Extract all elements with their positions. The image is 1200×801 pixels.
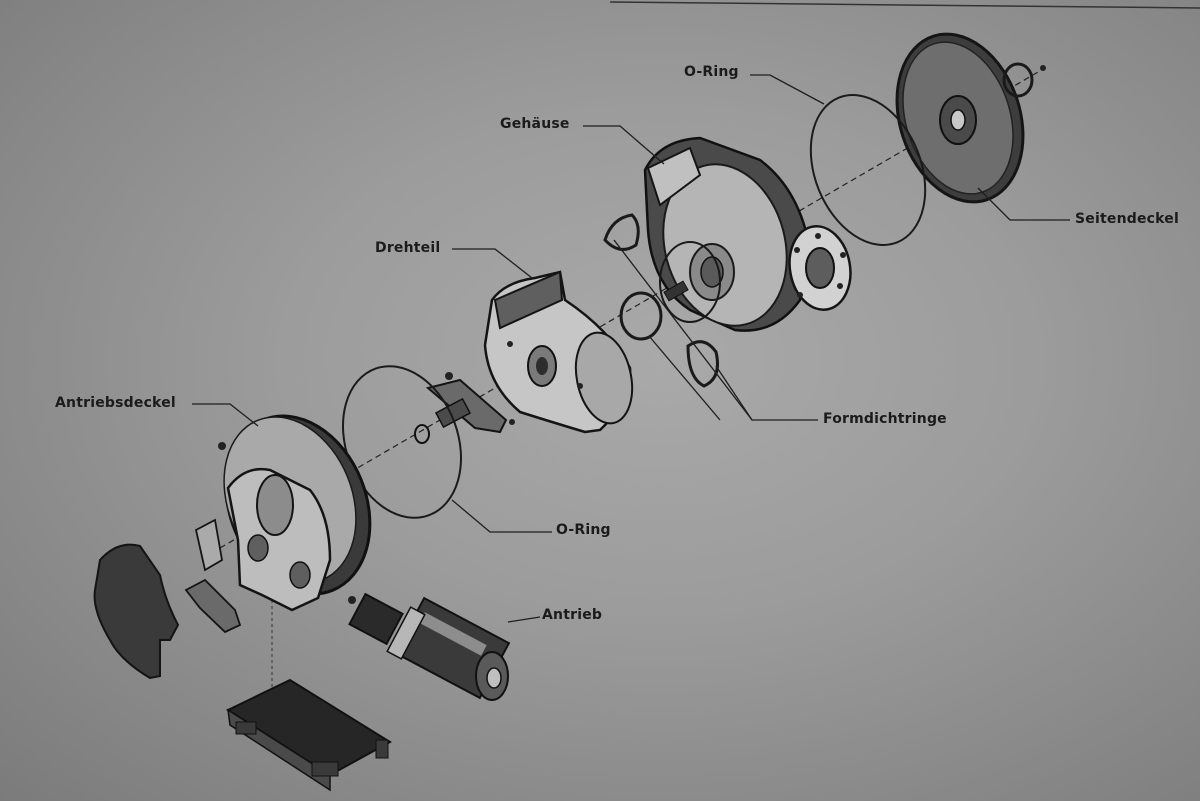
label-drehteil: Drehteil xyxy=(375,240,441,256)
o-ring-top-part xyxy=(809,94,927,246)
leader-antriebsdeckel xyxy=(192,403,259,427)
leader-drehteil xyxy=(452,248,533,279)
antriebsdeckel-part xyxy=(218,414,372,612)
leader-formdichtringe-3 xyxy=(715,365,753,421)
label-antriebsdeckel: Antriebsdeckel xyxy=(55,395,176,411)
leader-o-ring-top xyxy=(750,74,825,105)
leader-seitendeckel xyxy=(977,187,1070,221)
gehaeuse-part xyxy=(643,136,852,332)
leader-formdichtringe-2 xyxy=(648,335,721,421)
clip-part xyxy=(1002,62,1046,98)
page-edge-line xyxy=(609,1,1200,9)
leader-gehaeuse xyxy=(583,125,665,165)
leader-lines xyxy=(192,74,1070,623)
label-o-ring-top: O-Ring xyxy=(684,64,739,80)
label-formdichtringe: Formdichtringe xyxy=(823,411,947,427)
antrieb-part xyxy=(348,592,511,701)
label-seitendeckel: Seitendeckel xyxy=(1075,211,1179,227)
sensor-bracket-part xyxy=(184,518,242,634)
seitendeckel-part xyxy=(895,32,1025,204)
label-antrieb: Antrieb xyxy=(542,607,603,623)
drehteil-part xyxy=(483,270,634,434)
circuit-board-part xyxy=(225,678,392,792)
label-gehaeuse: Gehäuse xyxy=(500,116,570,132)
leader-antrieb xyxy=(507,616,541,623)
coupling-part xyxy=(414,372,515,444)
rear-cover-plate xyxy=(93,543,180,680)
label-o-ring-bottom: O-Ring xyxy=(556,522,611,538)
leader-o-ring-bottom xyxy=(451,499,552,533)
